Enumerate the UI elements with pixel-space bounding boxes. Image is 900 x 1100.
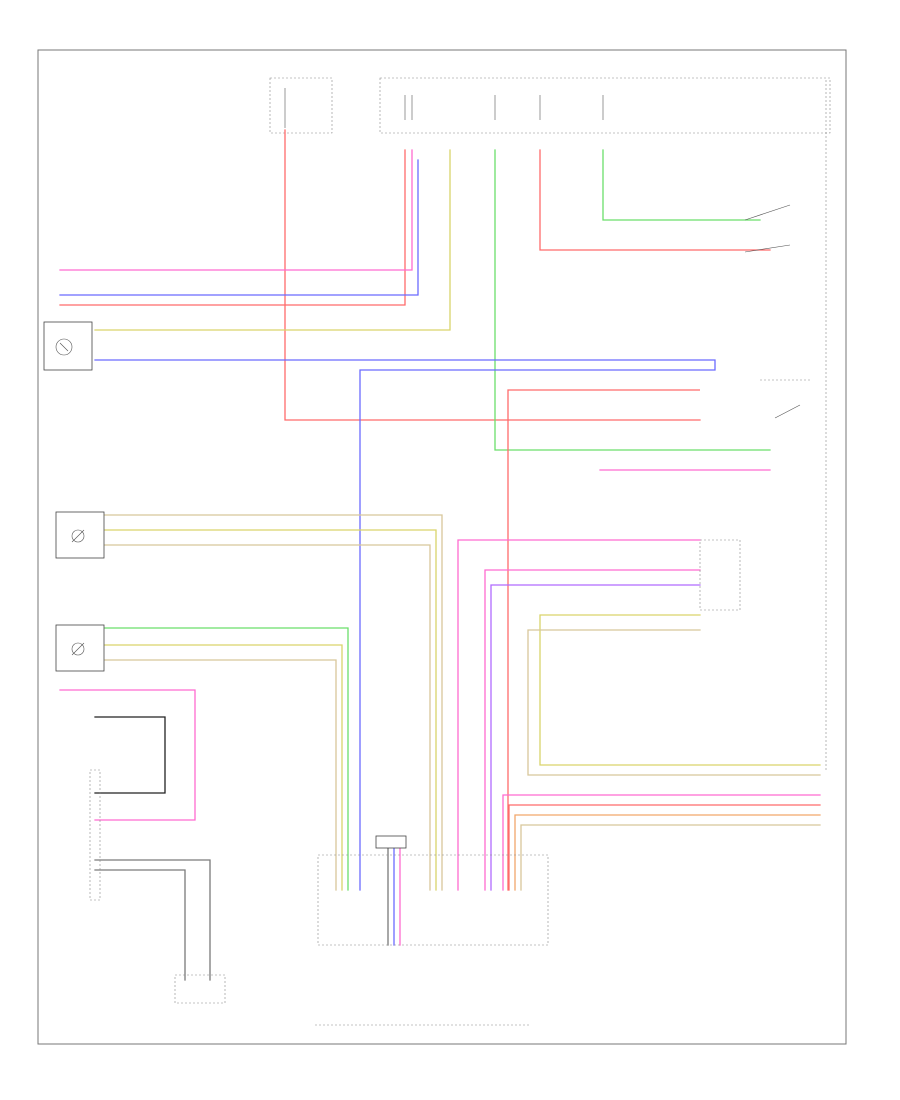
wire-green-5: [602, 149, 761, 221]
wire-pink-23: [502, 794, 821, 891]
wire-red-10: [507, 389, 700, 891]
wire-yellow-6: [94, 149, 451, 331]
wire-green-15: [104, 627, 349, 891]
wire-yellow-16: [104, 644, 343, 891]
wire-tan-26: [520, 824, 821, 891]
wire-red-3: [59, 149, 406, 306]
wire-pink-4: [59, 149, 413, 271]
wire-tan-17: [104, 659, 337, 891]
wire-red-2: [539, 149, 771, 251]
rh-ride-height-sensor-front: [55, 511, 105, 559]
wire-tan-22: [527, 629, 821, 776]
blower-motor-relay: [744, 204, 791, 253]
diagram-frame: [37, 49, 847, 1045]
wire-black-28: [94, 716, 166, 794]
wire-tan-14: [104, 544, 431, 891]
wire-pink-19: [484, 569, 701, 891]
battery-junction-box: [699, 539, 741, 611]
wires: [59, 129, 821, 981]
suspension-control-relay: [760, 379, 810, 419]
fuse-block-left: [269, 77, 333, 134]
wire-gray-29: [94, 859, 211, 981]
wire-orange-25: [514, 814, 821, 891]
wire-green-7: [494, 149, 771, 451]
wire-blue-9: [94, 359, 716, 891]
wire-yellow-13: [104, 529, 437, 891]
rh-ride-height-sensor-rear: [55, 624, 105, 672]
wire-yellow-21: [539, 614, 821, 766]
wire-gray-30: [94, 869, 186, 981]
suspension-control-switch: [89, 769, 101, 901]
wire-blue-8: [59, 159, 419, 296]
wire-red-1: [284, 129, 701, 421]
ambient-air-temp-sensor: [43, 321, 93, 371]
wire-pink-18: [457, 539, 701, 891]
wire-pink-27: [59, 689, 196, 821]
wire-tan-12: [104, 514, 443, 891]
wire-violet-20: [490, 584, 701, 891]
bottom-connector-block: [317, 854, 549, 946]
wire-red-24: [508, 804, 821, 891]
suspension-motor: [174, 974, 226, 1004]
splice-bottom: [375, 835, 407, 849]
fuse-block-top: [379, 77, 831, 134]
